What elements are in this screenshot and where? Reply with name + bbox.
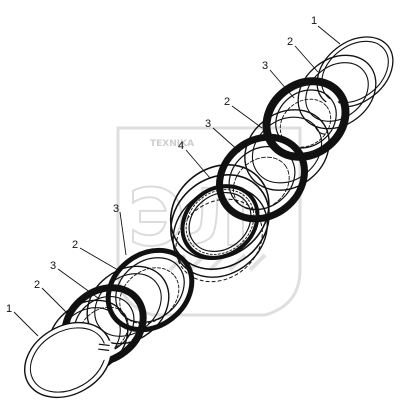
callout-label-part-3-middle: 3 — [205, 118, 211, 130]
snap-ring-top — [316, 36, 394, 118]
snap-ring-bottom — [23, 321, 117, 399]
watermark-top-text: TEXNIKA — [150, 139, 194, 149]
callout-label-part-3-top: 3 — [262, 60, 268, 72]
callout-label-part-3-lower: 3 — [113, 203, 119, 215]
seal-ring-middle — [216, 133, 308, 223]
callout-label-part-2-lower: 2 — [72, 239, 78, 251]
callout-labels: 1 2 3 2 3 4 3 2 3 2 1 — [6, 15, 317, 315]
callout-label-part-2-top: 2 — [287, 36, 293, 48]
watermark: TEXNIKA ЭЛ — [116, 126, 302, 317]
parts — [23, 36, 394, 399]
callout-label-part-4: 4 — [178, 140, 184, 152]
leader-lines — [13, 25, 341, 337]
watermark-tread-icon — [168, 253, 267, 272]
callout-label-part-1-bottom: 1 — [6, 303, 12, 315]
callout-label-part-2-bottom: 2 — [34, 279, 40, 291]
callout-label-part-1-top: 1 — [311, 15, 317, 27]
gear-hub-center — [169, 164, 270, 283]
callout-label-part-2-middle: 2 — [224, 96, 230, 108]
callout-label-part-3-bottom: 3 — [50, 260, 56, 272]
